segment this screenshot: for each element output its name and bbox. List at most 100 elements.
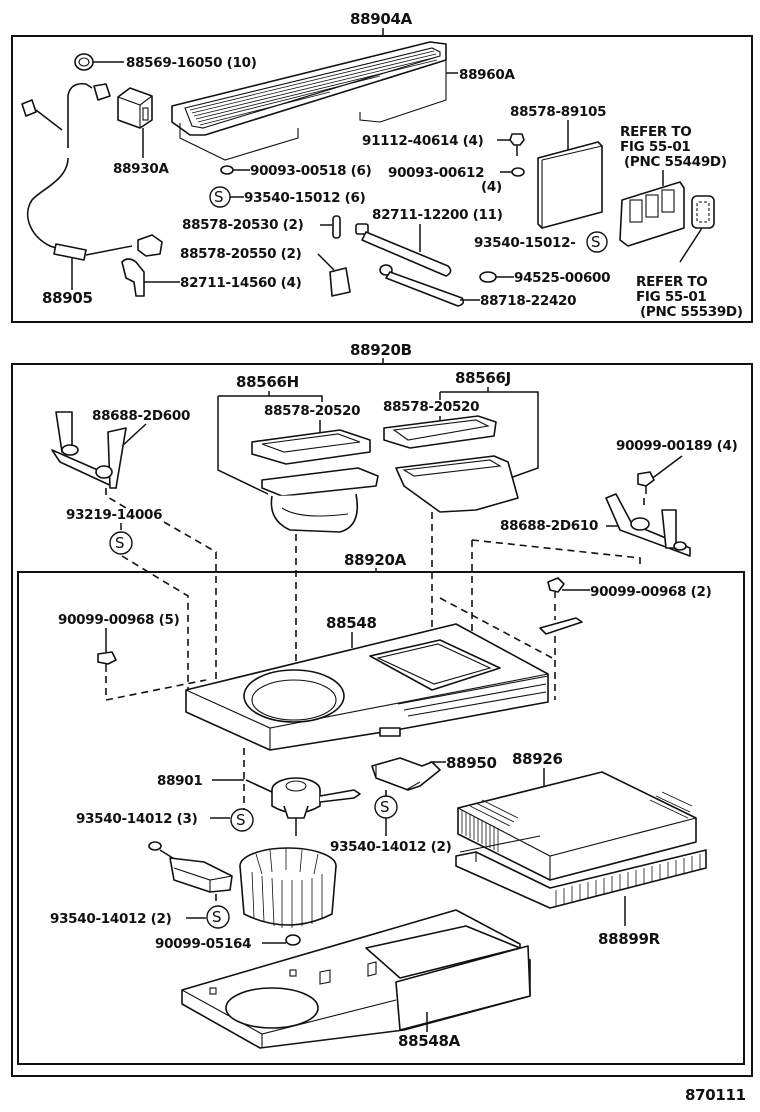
label-evaporator[interactable]: 88899R (598, 930, 661, 948)
refer-note-1-line3: (PNC 55449D) (624, 154, 727, 170)
bracket-l-icon (51, 411, 147, 489)
label-clamp-b[interactable]: 82711-14560 (4) (180, 275, 302, 291)
filter-icon (457, 768, 697, 881)
refer-note-2-line3: (PNC 55539D) (640, 304, 743, 320)
label-band-b[interactable]: 88718-22420 (480, 293, 577, 309)
lower-group-frame (11, 363, 753, 1077)
label-duct-j-seal[interactable]: 88578-20520 (383, 399, 480, 415)
label-upper-case[interactable]: 88548 (326, 614, 377, 632)
lower-group: 88920B 88566H 88578-20520 88566J 88578-2… (11, 341, 753, 1077)
screw-right-icon (637, 455, 683, 494)
label-bracket-r[interactable]: 88688-2D610 (500, 518, 598, 534)
svg-text:S: S (236, 811, 246, 829)
label-screw-clip-5[interactable]: 90099-00968 (5) (58, 612, 180, 628)
svg-text:S: S (212, 908, 222, 926)
bracket-line (439, 387, 539, 479)
dash-guide (121, 555, 189, 700)
label-lower-case[interactable]: 88548A (398, 1032, 461, 1050)
band-a-icon (355, 223, 452, 277)
assembly-label-88920b[interactable]: 88920B (350, 341, 412, 359)
label-duct-h-seal[interactable]: 88578-20520 (264, 403, 361, 419)
label-band-a[interactable]: 82711-12200 (11) (372, 207, 503, 223)
label-bolt[interactable]: 91112-40614 (4) (362, 133, 484, 149)
nut-icon (479, 271, 514, 283)
assembly-label-88904a[interactable]: 88904A (350, 10, 413, 28)
blower-frame-icon (619, 170, 685, 247)
dash-guide (471, 539, 641, 564)
screw-s-symbol: S (374, 795, 398, 836)
label-bracket-l[interactable]: 88688-2D600 (92, 408, 190, 424)
upper-case-icon (185, 623, 549, 751)
upper-group-frame (11, 35, 753, 323)
plate-icon (539, 617, 583, 635)
label-wire-harness[interactable]: 88905 (42, 289, 93, 307)
seal-icon (679, 195, 715, 263)
relay-icon (117, 87, 153, 158)
washer-icon (220, 165, 250, 175)
blower-fan-icon (239, 847, 337, 928)
bracket-r-icon (605, 493, 691, 557)
sub-assembly-frame (17, 571, 745, 1065)
dash-guide (163, 521, 217, 690)
label-screw-l[interactable]: 93219-14006 (66, 507, 163, 523)
label-screw-clip-2[interactable]: 90099-00968 (2) (590, 584, 712, 600)
screw-s-symbol: S (186, 905, 230, 929)
dash-guide (439, 597, 557, 661)
svg-text:S: S (214, 188, 224, 206)
label-resistor[interactable]: 88950 (446, 754, 497, 772)
page-code: 870111 (685, 1086, 746, 1104)
bracket-line (217, 391, 323, 495)
refer-note-1-line2: FIG 55-01 (620, 139, 691, 155)
label-screw-s-2a[interactable]: 93540-14012 (2) (330, 839, 452, 855)
label-clip-a[interactable]: 88578-20530 (2) (182, 217, 304, 233)
clip-icon (320, 215, 341, 239)
assembly-label-88920a[interactable]: 88920A (344, 551, 407, 569)
label-screw-s-b[interactable]: 93540-15012- (474, 235, 576, 251)
svg-text:S: S (591, 233, 601, 251)
motor-icon (212, 748, 361, 836)
label-screw-right[interactable]: 90099-00189 (4) (616, 438, 738, 454)
screw-s-symbol: S (586, 231, 608, 253)
bolt-icon (497, 133, 525, 156)
duct-h-icon (251, 420, 379, 533)
label-washer-b[interactable]: 90093-00612 (388, 165, 485, 181)
sensor-icon (148, 841, 233, 893)
label-filter[interactable]: 88926 (512, 750, 563, 768)
label-motor[interactable]: 88901 (157, 773, 203, 789)
label-screw-s-2b[interactable]: 93540-14012 (2) (50, 911, 172, 927)
label-screw-s-3[interactable]: 93540-14012 (3) (76, 811, 198, 827)
evaporator-icon (455, 835, 707, 926)
dash-guide (105, 676, 207, 701)
filter-pad-icon (537, 120, 603, 229)
grille-icon (171, 41, 458, 161)
refer-note-2-line1: REFER TO (636, 274, 707, 290)
band-b-icon (379, 264, 480, 307)
clamp-icon (74, 53, 124, 71)
duct-j-icon (383, 415, 519, 513)
screw-s-symbol: S (209, 186, 244, 208)
refer-note-2-line2: FIG 55-01 (636, 289, 707, 305)
label-washer-a[interactable]: 90093-00518 (6) (250, 163, 372, 179)
svg-text:S: S (380, 798, 390, 816)
label-nut[interactable]: 94525-00600 (514, 270, 611, 286)
svg-text:S: S (115, 534, 125, 552)
label-duct-h[interactable]: 88566H (236, 373, 299, 391)
refer-note-1-line1: REFER TO (620, 124, 691, 140)
screw-s-symbol: S (210, 808, 254, 832)
label-relay[interactable]: 88930A (113, 161, 170, 177)
wire-harness-icon (21, 82, 163, 290)
label-pad-a[interactable]: 88578-20550 (2) (180, 246, 302, 262)
clamp-b-icon (121, 258, 180, 297)
label-screw-s-a[interactable]: 93540-15012 (6) (244, 190, 366, 206)
label-nut-fan[interactable]: 90099-05164 (155, 936, 252, 952)
label-washer-b-qty[interactable]: (4) (481, 179, 502, 195)
pad-icon (317, 253, 351, 297)
resistor-icon (371, 757, 446, 791)
label-grille[interactable]: 88960A (459, 67, 516, 83)
label-duct-j[interactable]: 88566J (455, 369, 511, 387)
label-filter-pad[interactable]: 88578-89105 (510, 104, 607, 120)
dash-guide (105, 488, 127, 509)
washer-b-icon (500, 167, 525, 177)
label-clamp[interactable]: 88569-16050 (10) (126, 55, 257, 71)
